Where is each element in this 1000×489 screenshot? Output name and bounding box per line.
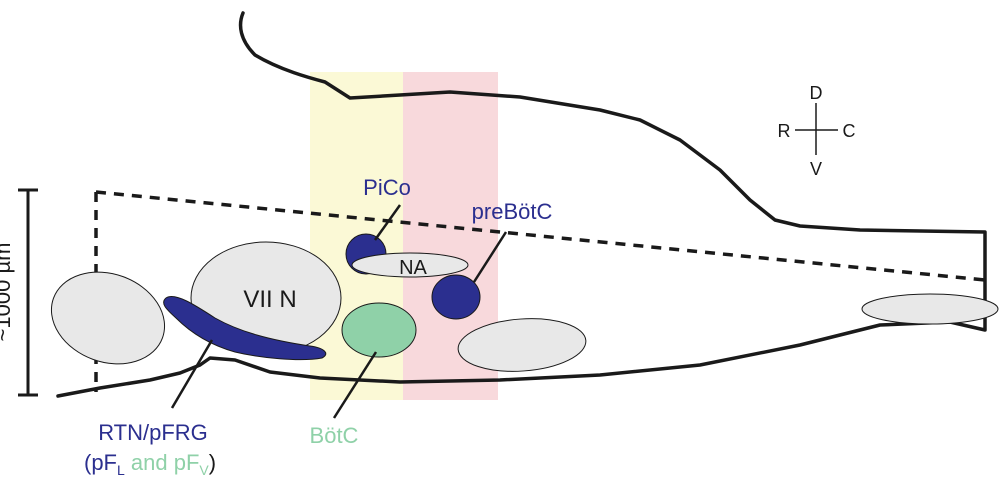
caudal-gray-nucleus	[861, 293, 999, 325]
pf-open-paren: (pF	[84, 450, 117, 475]
pf-close-paren: )	[209, 450, 216, 475]
rtn-pfrg-label: RTN/pFRG	[98, 420, 208, 445]
scale-label: ~1000 µm	[0, 243, 15, 342]
brainstem-outline	[56, 11, 987, 398]
na-label: NA	[399, 257, 427, 279]
dashed-top-line	[95, 190, 986, 282]
pico-label: PiCo	[363, 175, 411, 200]
pf-l-subscript: L	[117, 462, 125, 478]
compass-dorsal: D	[810, 83, 823, 103]
prebotc-region	[431, 274, 481, 320]
na-nucleus	[351, 252, 469, 278]
lower-gray-nucleus	[457, 318, 587, 372]
pf-and-text: and pF	[125, 450, 200, 475]
botc-label: BötC	[310, 423, 359, 448]
compass-rostral: R	[778, 121, 791, 141]
botc-region	[341, 302, 417, 358]
prebotc-label: preBötC	[472, 199, 553, 224]
pf-v-subscript: V	[199, 462, 209, 478]
pf-subregions-label: (pFL and pFV)	[84, 450, 216, 478]
rtn-pfrg-leader	[170, 339, 214, 409]
prebotc-leader	[472, 231, 508, 283]
compass-caudal: C	[843, 121, 856, 141]
botc-leader	[332, 351, 378, 419]
rtn-pfrg-region	[163, 296, 327, 361]
vii-n-label: VII N	[243, 286, 296, 313]
left-gray-nucleus	[50, 271, 166, 365]
compass-ventral: V	[810, 159, 822, 179]
pico-leader	[373, 204, 402, 241]
